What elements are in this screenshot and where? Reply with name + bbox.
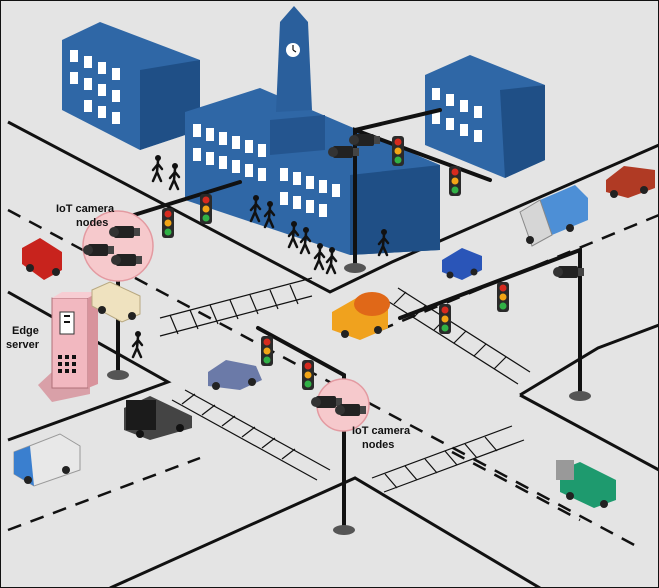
building-center-clocktower [185, 6, 440, 255]
edge-server-label: Edge [12, 325, 39, 337]
truck-icon [13, 185, 616, 508]
crosswalk-north [159, 277, 313, 337]
iot-camera-nodes-label-right-line2: nodes [362, 439, 394, 451]
building-right [425, 55, 545, 178]
crosswalk-south [371, 425, 525, 493]
iot-camera-nodes-label-left: IoT camera [56, 203, 115, 215]
pole-bases [107, 263, 591, 535]
car-icon [22, 166, 655, 390]
iot-camera-nodes-label-left-line2: nodes [76, 217, 108, 229]
edge-server-icon [38, 292, 98, 402]
edge-server-label-line2: server [6, 339, 40, 351]
crosswalk-west [171, 389, 331, 481]
iot-camera-nodes-label-right: IoT camera [352, 425, 411, 437]
